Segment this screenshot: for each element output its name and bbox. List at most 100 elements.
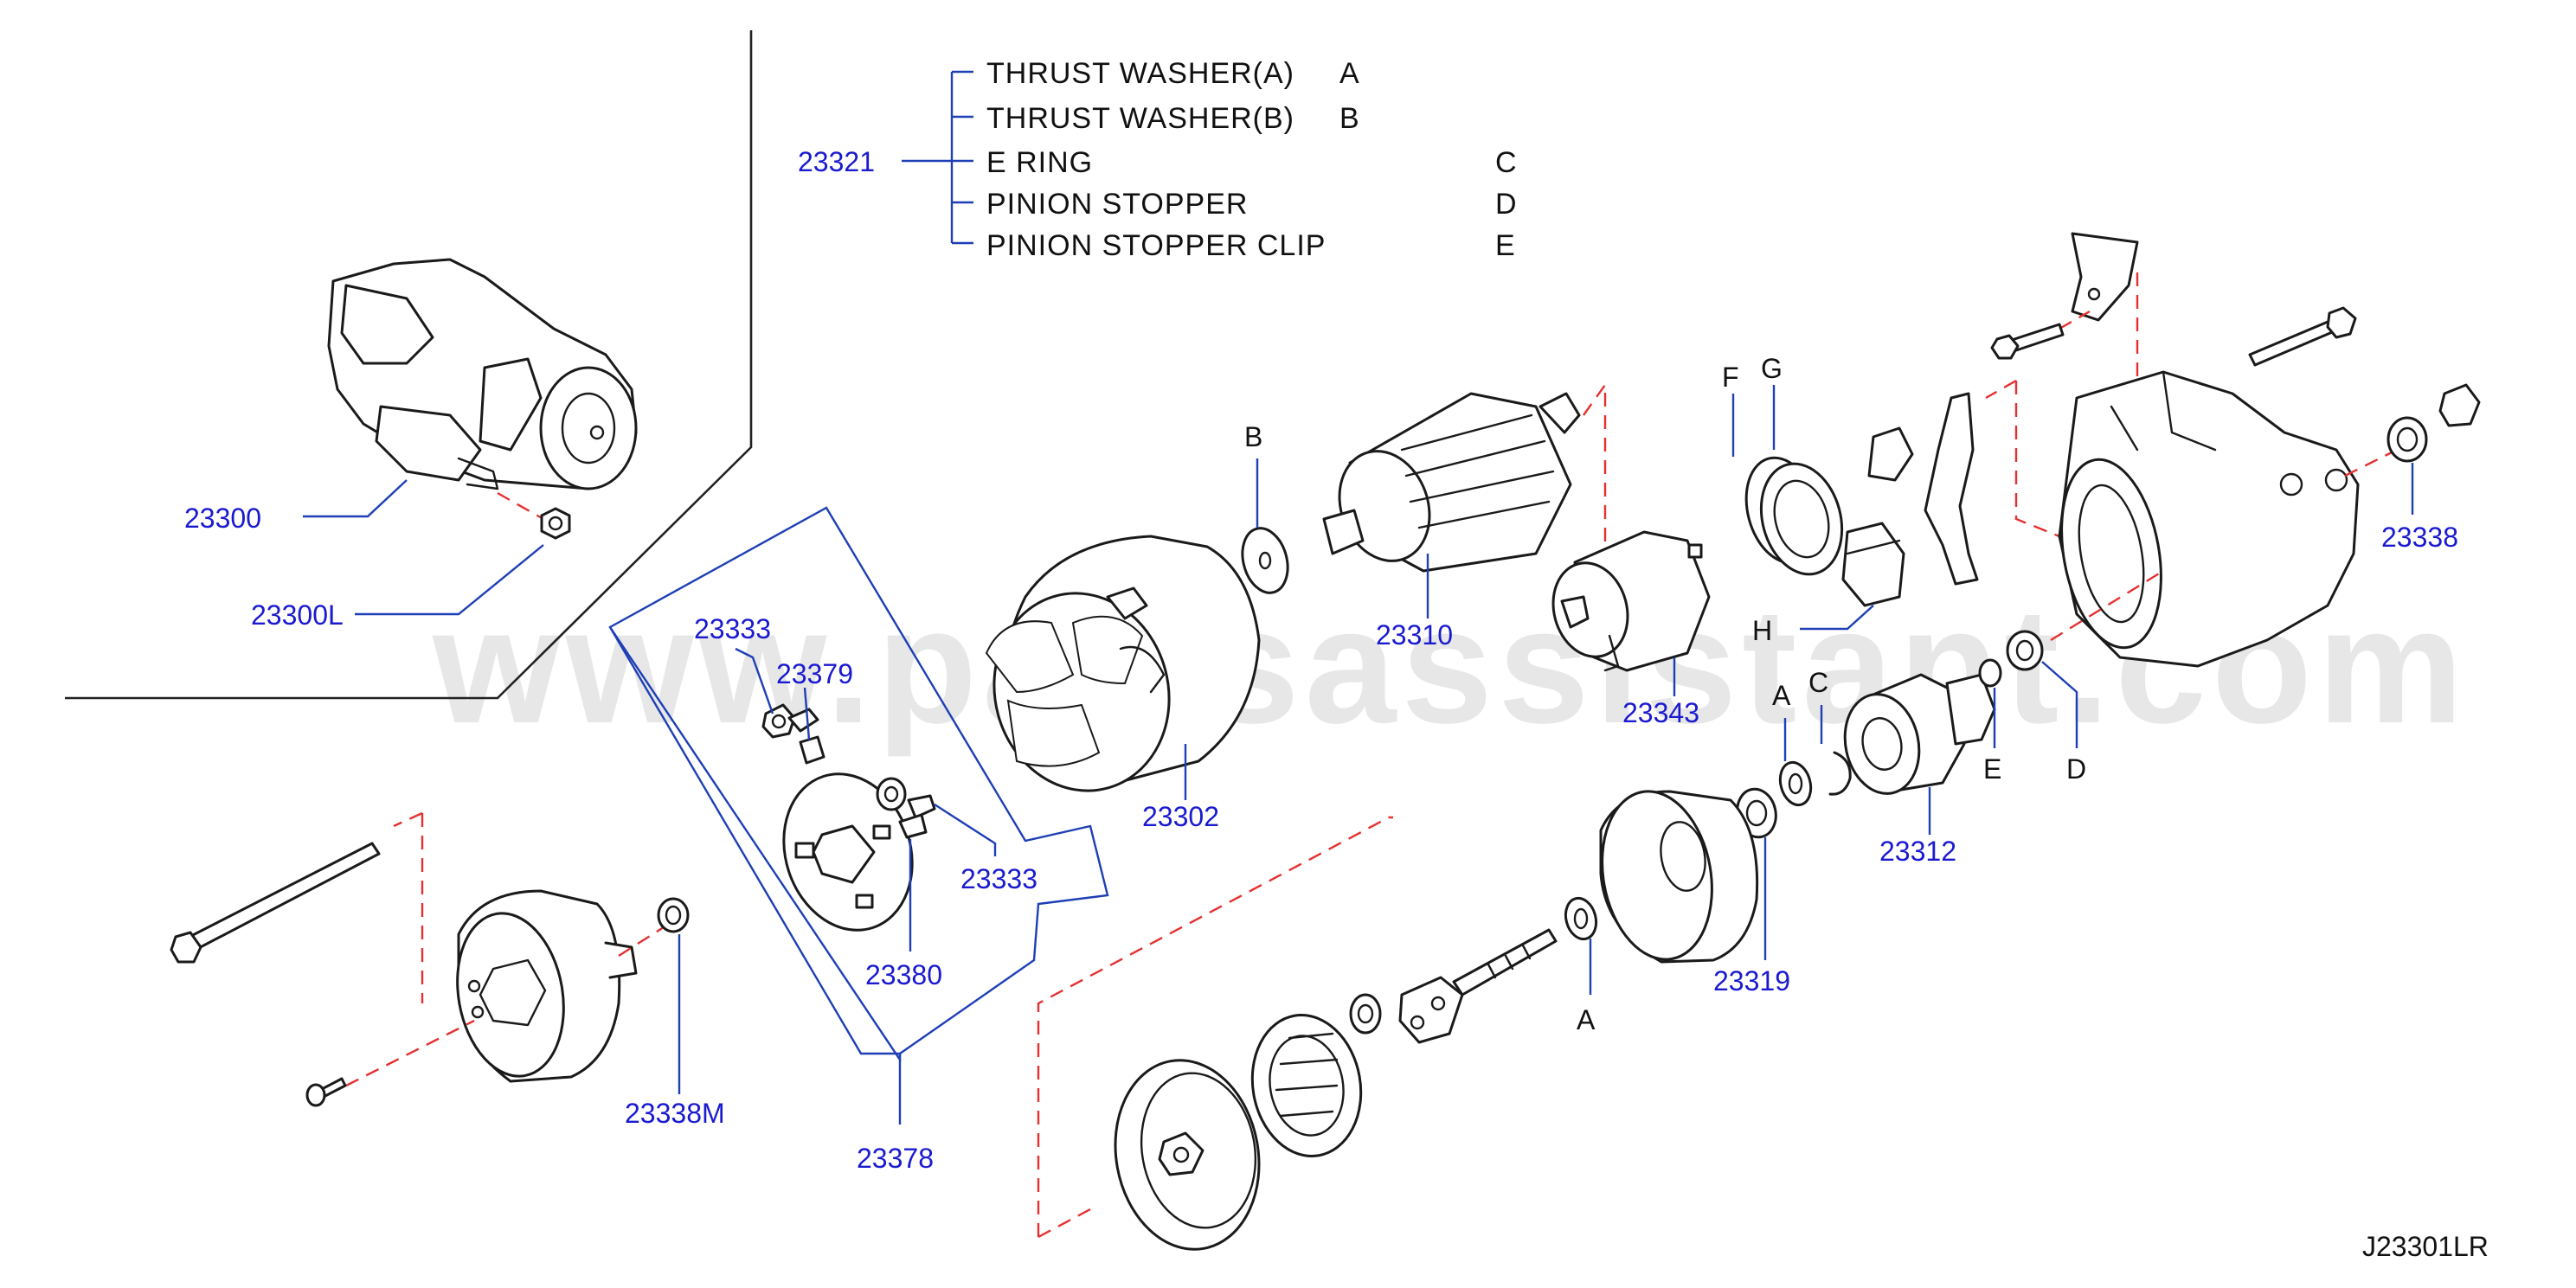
solenoid-lead: [1603, 634, 1620, 672]
bolt-head: [2326, 306, 2357, 339]
brush-spring-lower: [876, 777, 936, 839]
bushing-23338: [2386, 416, 2428, 463]
housing-rib: [2162, 370, 2217, 452]
legend-row-name: THRUST WASHER(B): [986, 102, 1294, 135]
shaft-body: [1452, 928, 1558, 996]
planet-outer: [1349, 993, 1382, 1035]
part-number[interactable]: 23302: [1142, 801, 1219, 832]
pinion-stopper: [2006, 630, 2044, 671]
H-block-edge: [1846, 539, 1901, 555]
part-number[interactable]: 23338M: [625, 1098, 725, 1129]
part-number[interactable]: 23300: [184, 503, 261, 534]
field-coil-upper: [985, 620, 1075, 694]
legend-row-name: PINION STOPPER CLIP: [986, 229, 1326, 262]
e-ring: [1828, 751, 1852, 796]
part-number[interactable]: 23380: [865, 959, 942, 990]
part-number[interactable]: 23310: [1376, 619, 1453, 650]
spring-hole: [771, 714, 787, 729]
nut-hex: [540, 507, 571, 540]
brush-plate-slot: [794, 842, 815, 859]
gear-housing-inner: [1660, 821, 1706, 892]
bushing-inner: [2396, 426, 2419, 452]
pinion-shaft: [1398, 928, 1558, 1044]
housing-opening: [2060, 458, 2162, 650]
letter-callout: H: [1752, 615, 1772, 646]
mounting-bracket: [2071, 232, 2139, 322]
shift-lever: [1867, 392, 1979, 586]
align-dash: [2059, 310, 2091, 330]
starter-mount-flange: [340, 284, 434, 365]
letter-callout: A: [1772, 680, 1791, 711]
leader-23379: [803, 687, 811, 740]
pinion-gear: [1945, 673, 1996, 746]
leader-23300: [303, 479, 408, 518]
letter-callout: G: [1761, 353, 1783, 384]
part-number[interactable]: 23312: [1879, 836, 1956, 867]
yoke-terminal: [1106, 586, 1148, 620]
brush-block: [799, 735, 825, 765]
ring-F-G: [1744, 456, 1844, 576]
letter-callout: A: [1577, 1004, 1596, 1035]
pinion-clutch: [1843, 673, 1996, 795]
armature-shaft-rear: [1322, 509, 1365, 555]
washer-outer: [1564, 896, 1598, 941]
legend-row-name: E RING: [986, 146, 1093, 179]
brush-holder-plate: [782, 772, 914, 932]
letter-callout: B: [1244, 421, 1262, 452]
solenoid-switch: [1551, 530, 1711, 672]
dust-cap-shape: [2438, 383, 2481, 427]
spring-ring: [876, 777, 907, 811]
part-number[interactable]: 23338: [2381, 522, 2458, 553]
brush-spring-upper: [761, 703, 796, 739]
washer-outer: [1241, 527, 1289, 594]
part-number[interactable]: 23379: [776, 658, 853, 689]
solenoid-face: [1551, 561, 1629, 658]
end-plate-hub: [1158, 1131, 1204, 1176]
housing-bolt-hole: [2279, 472, 2303, 497]
internal-gear-housing: [1599, 790, 1759, 964]
brush-23379: [787, 708, 825, 765]
align-dash: [1985, 379, 2017, 400]
screw-head: [305, 1083, 326, 1107]
leader-23300L: [355, 544, 544, 616]
letter-callout: F: [1722, 362, 1739, 393]
planet-inner: [1357, 1003, 1374, 1024]
pinion-hub: [1861, 717, 1903, 771]
rear-end-cover: [456, 889, 638, 1083]
legend-row-letter: D: [1495, 188, 1518, 221]
leader-23333-lower: [934, 803, 997, 856]
align-dash: [497, 491, 544, 521]
thrust-washer-b: [1241, 527, 1289, 594]
bushing-inner: [665, 905, 682, 926]
end-plate: [1114, 1059, 1261, 1251]
shaft-spline: [1487, 944, 1532, 979]
drawing-code: J23301LR: [2362, 1231, 2489, 1262]
brush-clip: [787, 708, 819, 733]
solenoid-plunger: [1560, 595, 1590, 629]
part-number[interactable]: 23378: [857, 1143, 934, 1174]
starter-solenoid-terminal: [479, 357, 543, 452]
align-dash: [1037, 1208, 1091, 1239]
part-number[interactable]: 23333: [960, 863, 1037, 894]
spring-shape: [761, 703, 796, 739]
part-number[interactable]: 23300L: [251, 599, 344, 631]
part-number[interactable]: 23343: [1622, 697, 1699, 728]
dust-cover-H: [1841, 522, 1905, 607]
front-housing: [2058, 370, 2360, 668]
end-plate-hole: [1172, 1146, 1190, 1163]
bolt-shank: [2248, 318, 2338, 367]
stopper-inner: [2015, 639, 2034, 662]
part-number[interactable]: 23319: [1713, 965, 1790, 996]
rear-cover-hole: [471, 1005, 485, 1019]
align-dash: [1578, 381, 1607, 567]
ring-gear-teeth: [1275, 1032, 1339, 1118]
letter-callout: D: [2066, 753, 2086, 785]
leader-D: [2041, 661, 2078, 748]
bracket-hole: [2087, 287, 2101, 301]
ring-G: [1759, 462, 1844, 576]
part-number[interactable]: 23333: [694, 613, 771, 644]
legend-row-letter: E: [1495, 229, 1516, 262]
armature-shaft-front: [1539, 392, 1581, 434]
align-dash: [618, 924, 667, 958]
legend-row-name: PINION STOPPER: [986, 188, 1248, 221]
